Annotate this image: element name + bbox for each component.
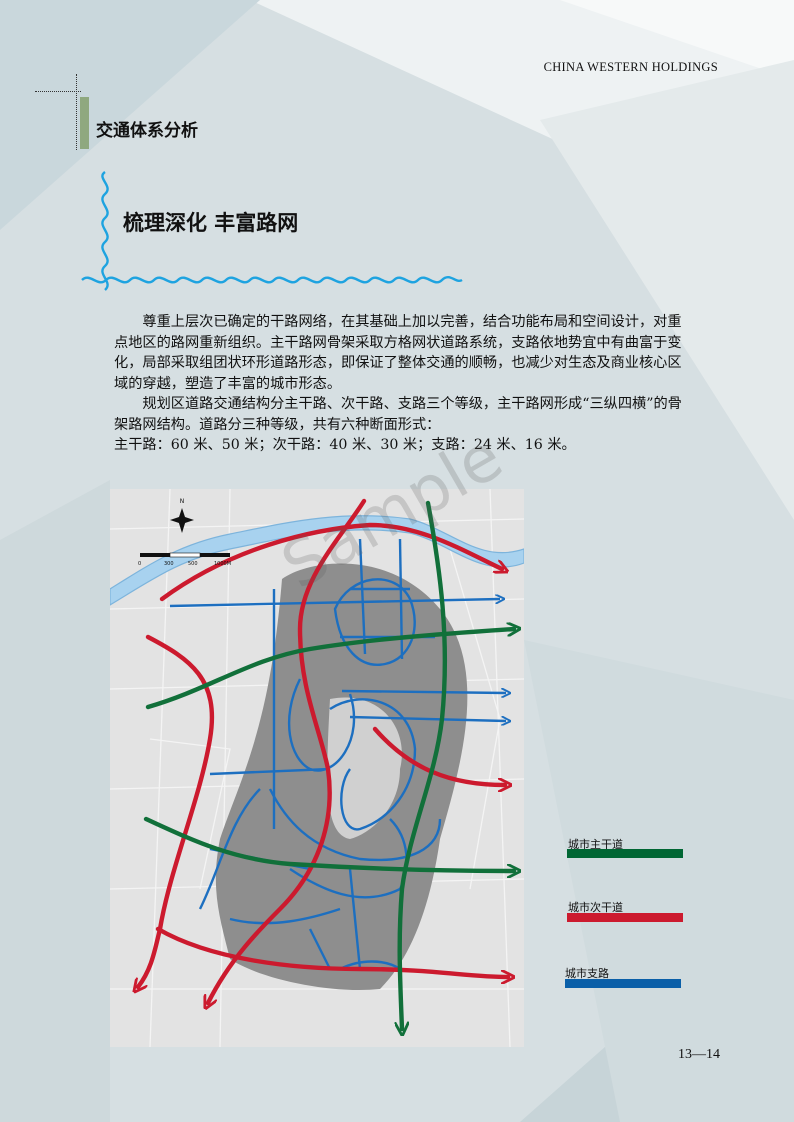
body-text: 尊重上层次已确定的干路网络，在其基础上加以完善，结合功能布局和空间设计，对重点地… — [114, 312, 692, 456]
legend-label-main: 城市主干道 — [568, 838, 623, 851]
scale-label-1000: 1000M — [214, 561, 231, 567]
paragraph-3: 主干路：60 米、50 米；次干路：40 米、30 米；支路：24 米、16 米… — [114, 437, 576, 453]
decor-dotted-line — [35, 91, 81, 92]
river — [110, 515, 524, 606]
legend-label-branch: 城市支路 — [565, 967, 609, 980]
paragraph-1: 尊重上层次已确定的干路网络，在其基础上加以完善，结合功能布局和空间设计，对重点地… — [114, 314, 682, 392]
section-title: 交通体系分析 — [96, 121, 198, 141]
scale-label-500: 500 — [188, 561, 198, 567]
secondary-arterials — [138, 498, 508, 1003]
decor-dotted-line-vertical — [76, 74, 77, 150]
page-number: 13—14 — [678, 1047, 720, 1062]
main-arterials — [143, 500, 514, 1029]
north-label: N — [180, 498, 185, 505]
north-arrow: N — [170, 498, 194, 533]
paragraph-2: 规划区道路交通结构分主干路、次干路、支路三个等级，主干路网形成“三纵四横”的骨架… — [114, 396, 682, 433]
legend-line-branch — [565, 979, 681, 988]
branch-roads — [169, 538, 506, 971]
legend-line-secondary — [567, 913, 683, 922]
headline: 梳理深化 丰富路网 — [123, 211, 299, 235]
road-network-map: N 0 300 500 1000M — [110, 489, 524, 1047]
legend-label-secondary: 城市次干道 — [568, 901, 623, 914]
brand-name: CHINA WESTERN HOLDINGS — [543, 60, 718, 74]
wave-decoration — [81, 171, 463, 291]
scale-bar: 0 300 500 1000M — [138, 552, 231, 567]
central-open-space — [327, 697, 402, 839]
section-marker — [80, 97, 89, 149]
scale-label-0: 0 — [138, 561, 141, 567]
legend-line-main — [567, 849, 683, 858]
scale-label-300: 300 — [164, 561, 174, 567]
map-graphic: N 0 300 500 1000M — [110, 489, 524, 1047]
